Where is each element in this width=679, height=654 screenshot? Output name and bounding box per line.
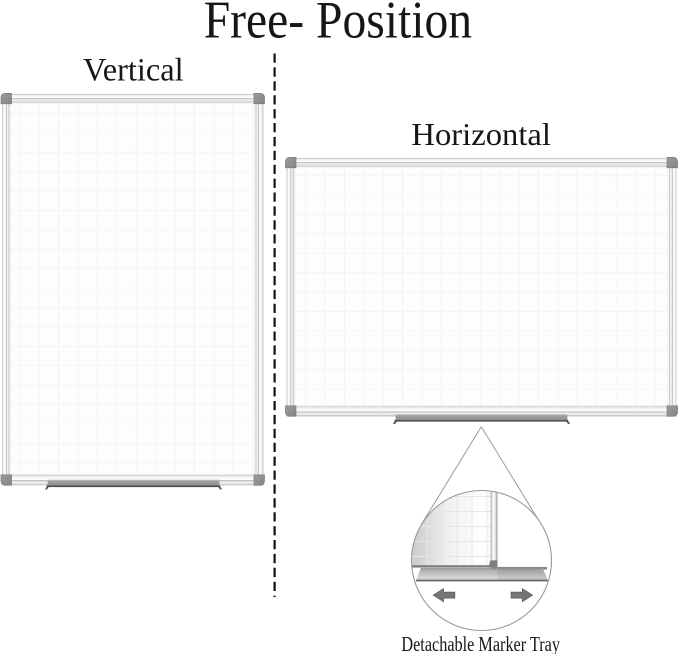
svg-text:Horizontal: Horizontal (411, 116, 551, 152)
svg-text:Detachable Marker Tray: Detachable Marker Tray (401, 632, 560, 654)
svg-text:Free- Position: Free- Position (204, 0, 472, 50)
svg-text:Vertical: Vertical (83, 53, 184, 89)
